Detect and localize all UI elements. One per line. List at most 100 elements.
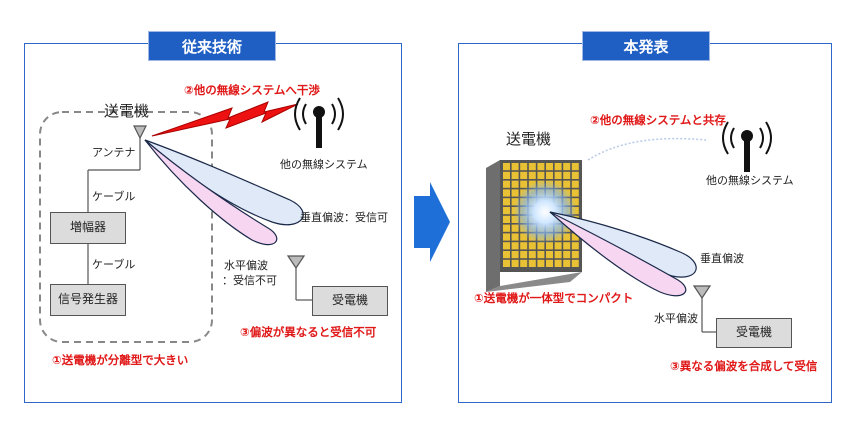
antenna-element [503,198,510,206]
antenna-element [503,189,510,197]
antenna-element [503,242,510,250]
antenna-element [571,163,579,171]
amplifier-box: 増幅器 [50,212,126,244]
antenna-element [511,242,519,250]
right-receiver-antenna-icon [692,285,718,333]
antenna-element [546,163,553,171]
left-horizontal-label-1: 水平偏波 [224,259,268,272]
antenna-element [503,224,510,232]
signal-generator-box: 信号発生器 [50,284,126,316]
antenna-element [511,180,519,188]
antenna-element [503,180,510,188]
left-vertical-label: 垂直偏波：受信可 [300,211,388,224]
antenna-element [563,251,571,259]
note-separate: ①送電機が分離型で大きい [52,353,189,367]
compact-transmitter-panel [486,160,582,292]
antenna-element [503,171,510,179]
antenna-label: アンテナ [92,146,136,159]
antenna-element [563,163,571,171]
antenna-element [563,171,571,179]
antenna-element [520,242,528,250]
antenna-element [511,189,519,197]
antenna-element [554,251,562,259]
antenna-element [546,242,553,250]
antenna-element [511,171,519,179]
left-receiver-box: 受電機 [312,286,388,316]
note-polarization: ③偏波が異なると受信不可 [240,325,377,339]
left-other-system-label: 他の無線システム [280,158,368,171]
antenna-element [511,251,519,259]
right-transmitter-label: 送電機 [506,130,552,148]
antenna-element [528,259,536,267]
antenna-element [571,242,579,250]
antenna-element [571,189,579,197]
antenna-element [537,259,545,267]
antenna-element [554,163,562,171]
antenna-element [511,259,519,267]
right-vertical-label: 垂直偏波 [700,252,744,265]
cable-label-bottom: ケーブル [92,258,136,271]
note-compact: ①送電機が一体型でコンパクト [474,291,634,305]
antenna-element [528,242,536,250]
antenna-element [554,259,562,267]
antenna-element [546,251,553,259]
antenna-element [537,163,545,171]
right-panel-title: 本発表 [582,31,710,61]
right-receiver-box: 受電機 [716,318,792,348]
antenna-element [571,233,579,241]
antenna-element [511,224,519,232]
antenna-element [528,163,536,171]
antenna-element [563,259,571,267]
antenna-element [503,251,510,259]
antenna-element [520,251,528,259]
antenna-element [520,233,528,241]
antenna-element [511,163,519,171]
note-interference: ②他の無線システムへ干渉 [184,83,320,97]
right-arrow-icon [414,182,450,262]
receiver-antenna-icon [286,255,312,301]
right-wireless-tower-icon [722,121,772,172]
wireless-tower-icon [294,97,344,148]
antenna-element [571,259,579,267]
antenna-element [554,171,562,179]
antenna-element [520,171,528,179]
antenna-element [520,259,528,267]
right-horizontal-label: 水平偏波 [654,312,698,325]
antenna-element [563,242,571,250]
horizontal-beam [144,139,278,246]
antenna-element [503,215,510,223]
note-coexist: ②他の無線システムと共存 [590,113,726,127]
antenna-element [503,163,510,171]
antenna-element [537,242,545,250]
antenna-icon [133,125,147,146]
antenna-element [546,171,553,179]
antenna-element [546,259,553,267]
right-horizontal-beam [549,211,687,297]
antenna-element [563,180,571,188]
right-other-system-label: 他の無線システム [706,174,794,187]
left-panel-title: 従来技術 [148,31,276,61]
antenna-element [571,171,579,179]
note-combine: ③異なる偏波を合成して受信 [670,359,818,373]
antenna-element [503,207,510,215]
left-transmitter-label: 送電機 [104,102,150,120]
antenna-element [520,163,528,171]
antenna-element [528,251,536,259]
antenna-element [563,233,571,241]
antenna-element [571,180,579,188]
antenna-element [537,171,545,179]
cable-label-top: ケーブル [92,190,136,203]
antenna-element [520,180,528,188]
antenna-element [528,171,536,179]
antenna-element [537,251,545,259]
antenna-element [503,233,510,241]
antenna-element [554,242,562,250]
left-horizontal-label-2: ：受信不可 [222,274,277,287]
antenna-element [503,259,510,267]
transmitter-enclosure [39,111,213,343]
antenna-element [511,233,519,241]
antenna-element [571,251,579,259]
